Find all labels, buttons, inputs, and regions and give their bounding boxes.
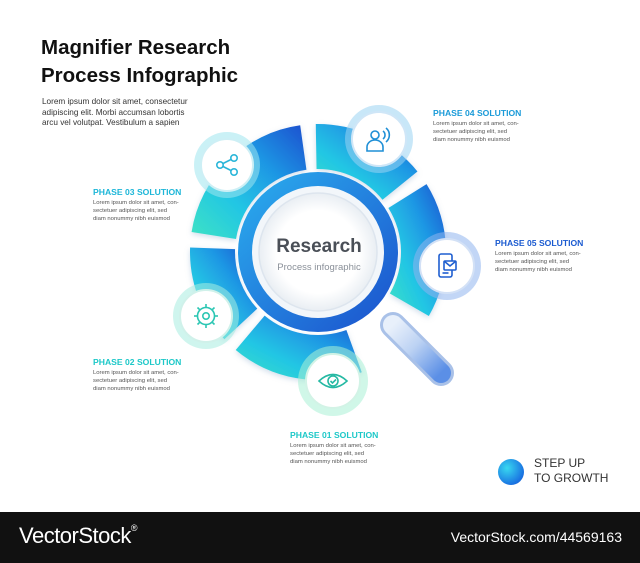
phase-05-title: PHASE 05 SOLUTION (495, 238, 584, 248)
phase-02-badge (173, 283, 239, 349)
footer-bar: VectorStock® VectorStock.com/44569163 (0, 512, 640, 563)
phase-02-title: PHASE 02 SOLUTION (93, 357, 182, 367)
brand-name: VectorStock (19, 523, 131, 548)
phase-03-text: PHASE 03 SOLUTION Lorem ipsum dolor sit … (93, 187, 181, 223)
phase-description-line: diam nonummy nibh euismod (93, 385, 170, 392)
phase-description-line: diam nonummy nibh euismod (93, 215, 170, 222)
magnifier-handle (380, 312, 454, 386)
phase-description-line: diam nonummy nibh euismod (495, 266, 572, 273)
intro-line: arcu vel volutpat. Vestibulum a sapien (42, 118, 180, 127)
intro-line: adipiscing elit. Morbi accumsan lobortis (42, 107, 185, 117)
phase-description-line: sectetuer adipiscing elit, sed (290, 450, 365, 457)
phase-05-badge (413, 232, 481, 300)
phase-04-badge (345, 105, 413, 173)
mobile-mail-icon (438, 253, 457, 278)
phase-01-title: PHASE 01 SOLUTION (290, 430, 379, 440)
phase-05-text: PHASE 05 SOLUTION Lorem ipsum dolor sit … (495, 238, 583, 274)
page-title-line-1: Magnifier Research (41, 36, 231, 59)
phase-description-line: Lorem ipsum dolor sit amet, con- (93, 200, 179, 206)
phase-description-line: Lorem ipsum dolor sit amet, con- (93, 370, 179, 376)
phase-description-line: sectetuer adipiscing elit, sed (93, 377, 168, 384)
phase-03-description: Lorem ipsum dolor sit amet, con- sectetu… (93, 200, 181, 223)
share-icon (216, 154, 239, 177)
phase-01-badge (298, 346, 368, 416)
vectorstock-logo: VectorStock® (19, 523, 138, 549)
gear-icon (194, 304, 218, 328)
phase-05-description: Lorem ipsum dolor sit amet, con- sectetu… (495, 251, 583, 274)
phase-description-line: sectetuer adipiscing elit, sed (433, 128, 508, 135)
intro-paragraph: Lorem ipsum dolor sit amet, consectetur … (42, 97, 242, 129)
phase-04-title: PHASE 04 SOLUTION (433, 108, 522, 118)
tagline-line-2: TO GROWTH (534, 471, 609, 485)
phase-description-line: Lorem ipsum dolor sit amet, con- (495, 251, 581, 257)
page-title-line-2: Process Infographic (41, 64, 239, 87)
tagline-line-1: STEP UP (534, 456, 586, 470)
phase-description-line: diam nonummy nibh euismod (433, 136, 510, 143)
phase-description-line: Lorem ipsum dolor sit amet, con- (290, 443, 376, 449)
page-title: Magnifier Research Process Infographic (41, 34, 238, 90)
phase-04-text: PHASE 04 SOLUTION Lorem ipsum dolor sit … (433, 108, 521, 144)
phase-04-description: Lorem ipsum dolor sit amet, con- sectetu… (433, 121, 521, 144)
eye-icon (317, 373, 349, 389)
magnifier-diagram: Research Process infographic (173, 105, 481, 416)
phase-03-badge (194, 132, 260, 198)
center-title: Research (276, 236, 362, 257)
person-speaking-icon (366, 127, 391, 152)
phase-02-text: PHASE 02 SOLUTION Lorem ipsum dolor sit … (93, 357, 181, 393)
lens-center (258, 192, 378, 312)
footer-url[interactable]: VectorStock.com/44569163 (450, 529, 622, 545)
phase-01-description: Lorem ipsum dolor sit amet, con- sectetu… (290, 443, 378, 466)
phase-description-line: Lorem ipsum dolor sit amet, con- (433, 121, 519, 127)
intro-line: Lorem ipsum dolor sit amet, consectetur (42, 97, 188, 106)
phase-description-line: diam nonummy nibh euismod (290, 458, 367, 465)
tagline-text: STEP UP TO GROWTH (534, 456, 608, 486)
center-subtitle: Process infographic (277, 262, 361, 273)
phase-description-line: sectetuer adipiscing elit, sed (495, 258, 570, 265)
phase-description-line: sectetuer adipiscing elit, sed (93, 207, 168, 214)
phase-02-description: Lorem ipsum dolor sit amet, con- sectetu… (93, 370, 181, 393)
tagline-dot (498, 459, 524, 485)
phase-01-text: PHASE 01 SOLUTION Lorem ipsum dolor sit … (290, 430, 378, 466)
phase-03-title: PHASE 03 SOLUTION (93, 187, 182, 197)
registered-mark: ® (130, 523, 138, 533)
